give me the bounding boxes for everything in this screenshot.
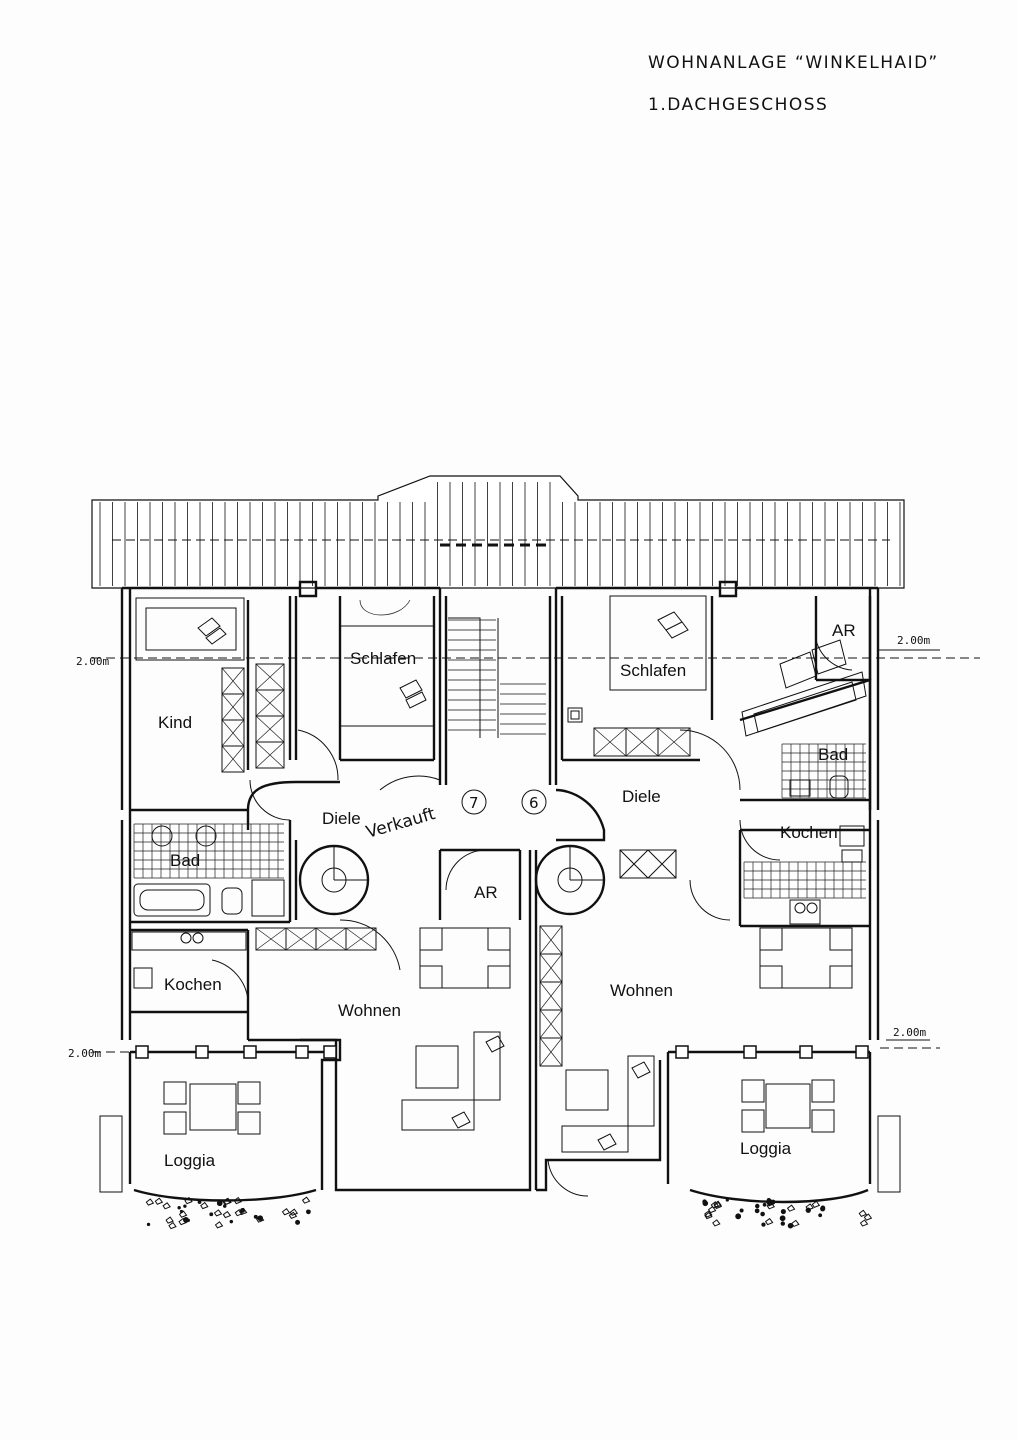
room-diele-left: Diele [322, 809, 361, 828]
room-loggia-left: Loggia [164, 1151, 216, 1170]
unit-7 [99, 596, 532, 1202]
room-kochen-right: Kochen [780, 823, 838, 842]
dim-right-top: 2.00m [897, 634, 930, 647]
room-schlafen-right: Schlafen [620, 661, 686, 680]
room-ar-middle: AR [474, 883, 498, 902]
dim-left-bottom: 2.00m [68, 1047, 101, 1060]
dimension-lines [92, 649, 980, 1053]
room-bad-right: Bad [818, 745, 848, 764]
room-schlafen-left: Schlafen [350, 649, 416, 668]
room-kind: Kind [158, 713, 192, 732]
staircase [448, 617, 583, 738]
floor-title: 1.DACHGESCHOSS [648, 95, 828, 115]
roof-section [91, 475, 905, 589]
gravel-edge [145, 1196, 873, 1230]
room-diele-right: Diele [622, 787, 661, 806]
room-wohnen-left: Wohnen [338, 1001, 401, 1020]
dim-right-bottom: 2.00m [893, 1026, 926, 1039]
room-bad-left: Bad [170, 851, 200, 870]
dim-left-top: 2.00m [76, 655, 109, 668]
room-kochen-left: Kochen [164, 975, 222, 994]
unit-marker-7: 7 [461, 789, 487, 815]
unit-6 [534, 595, 901, 1204]
unit-number-6: 6 [529, 794, 539, 812]
room-loggia-right: Loggia [740, 1139, 792, 1158]
unit-number-7: 7 [469, 794, 479, 812]
sold-stamp: Verkauft [364, 804, 438, 843]
room-wohnen-right: Wohnen [610, 981, 673, 1000]
project-title: WOHNANLAGE “WINKELHAID” [648, 53, 939, 73]
unit-marker-6: 6 [521, 789, 547, 815]
room-ar-top: AR [832, 621, 856, 640]
